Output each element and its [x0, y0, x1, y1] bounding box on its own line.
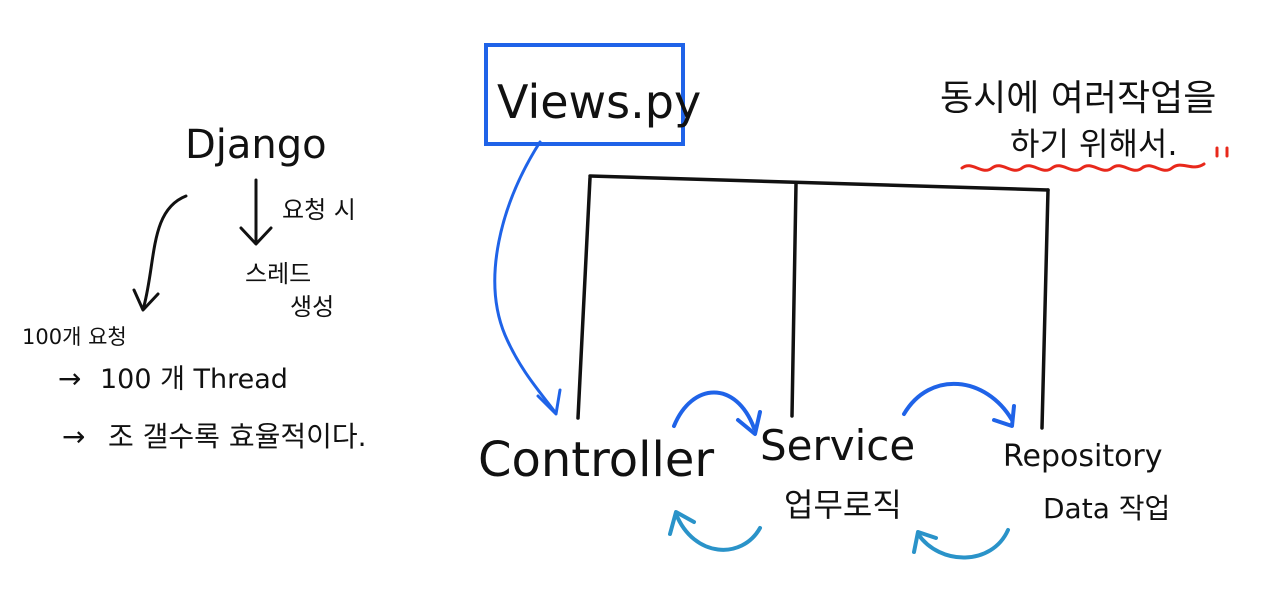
tree-top-line	[588, 174, 1050, 192]
hundred-requests-arrowhead	[132, 288, 160, 312]
controller-label: Controller	[478, 432, 714, 488]
efficiency-note: 조 갤수록 효율적이다.	[108, 420, 367, 453]
service-to-controller-return-arrow	[674, 512, 762, 552]
repository-to-service-return-arrow	[916, 528, 1010, 560]
hundred-threads-note: 100 개 Thread	[100, 364, 288, 395]
service-to-repository-arrow	[902, 381, 1014, 422]
hundred-requests-curve	[142, 194, 188, 308]
django-title: Django	[185, 122, 327, 168]
service-to-controller-return-arrowhead	[668, 510, 696, 536]
tree-branch-repository	[1040, 188, 1050, 430]
controller-to-service-arrow	[672, 390, 756, 430]
arrow-symbol-2: →	[62, 420, 85, 453]
red-marks	[1215, 146, 1229, 158]
arrow-symbol-1: →	[58, 362, 81, 395]
concurrency-note-line2: 하기 위해서.	[1010, 125, 1178, 163]
views-box-label: Views.py	[497, 75, 701, 129]
repository-to-service-return-arrowhead	[912, 530, 938, 554]
views-to-controller-arrowhead	[536, 388, 562, 416]
tree-branch-service	[790, 182, 798, 418]
repository-sub-label: Data 작업	[1043, 492, 1170, 525]
thread-note-line2: 생성	[290, 293, 334, 321]
views-to-controller-arrow	[493, 140, 557, 414]
thread-note-line1: 스레드	[245, 260, 311, 288]
request-down-arrowhead	[239, 226, 273, 246]
hundred-requests-note: 100개 요청	[22, 325, 127, 349]
request-note: 요청 시	[282, 196, 356, 224]
views-box	[484, 43, 685, 146]
controller-to-service-arrowhead	[736, 410, 762, 436]
service-sub-label: 업무로직	[784, 486, 902, 524]
red-wavy-underline	[960, 162, 1206, 172]
service-label: Service	[760, 421, 915, 470]
repository-label: Repository	[1003, 439, 1163, 474]
concurrency-note-line1: 동시에 여러작업을	[940, 78, 1216, 119]
service-to-repository-arrowhead	[992, 404, 1016, 428]
tree-branch-controller	[576, 176, 592, 420]
